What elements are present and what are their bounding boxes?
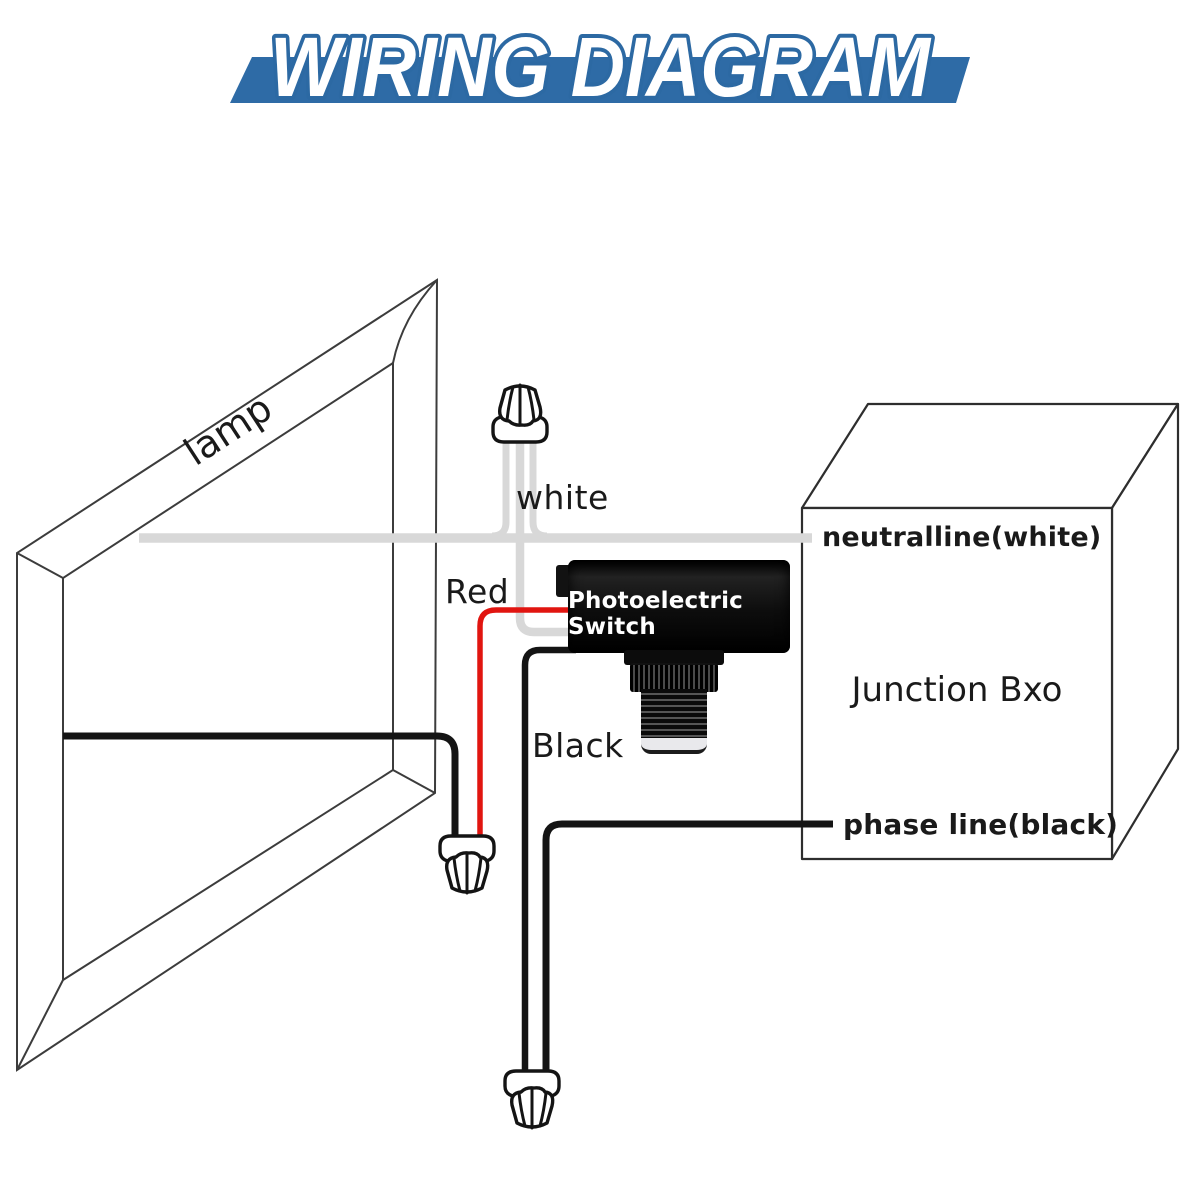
wires (63, 436, 833, 1080)
white-wire-to-switch (515, 436, 578, 637)
switch-body (568, 560, 790, 653)
white-wire-to-lamp (491, 436, 510, 540)
red-wire-label: Red (445, 572, 510, 611)
page-title: WIRING DIAGRAM (270, 20, 932, 114)
switch-threaded-stem (641, 689, 707, 739)
junction-box-front-face (800, 506, 1114, 861)
junction-box (800, 402, 1180, 861)
junction-box-label: Junction Bxo (851, 670, 1063, 710)
switch-knurled-nut (630, 663, 718, 692)
black-phase-wire (542, 820, 833, 1080)
wire-nut-middle (438, 834, 496, 895)
switch-label-text: Photoelectric Switch (568, 587, 743, 640)
black-wire-switch (521, 646, 576, 1080)
lamp-bottom-left-edge (16, 979, 64, 1071)
lamp-left-cap-edge (16, 552, 64, 579)
switch-sensor-tip (641, 738, 707, 754)
wire-nut-bottom (503, 1069, 561, 1130)
switch-label: Photoelectric Switch (568, 560, 790, 653)
black-wire-lamp (63, 732, 459, 845)
lamp-apex-edge (392, 279, 438, 364)
white-wire-label: white (516, 478, 609, 517)
black-wire-label: Black (532, 726, 624, 765)
lamp-frame (16, 278, 439, 1072)
lamp-outer-outline (16, 278, 439, 1072)
wire-nut-top (491, 383, 549, 444)
switch-collar (624, 650, 724, 665)
lamp-bottom-right-edge (392, 769, 436, 794)
red-wire (477, 607, 576, 845)
neutral-line-label: neutralline(white) (822, 522, 1102, 553)
phase-line-label: phase line(black) (843, 808, 1119, 841)
white-wire-to-junction (529, 436, 548, 540)
title-banner (230, 57, 970, 103)
photoelectric-switch: Photoelectric Switch (550, 556, 800, 756)
